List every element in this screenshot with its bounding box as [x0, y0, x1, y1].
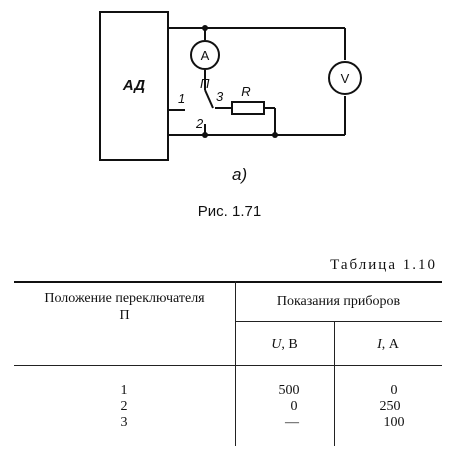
cell-voltage: —	[285, 415, 299, 430]
cell-current: 100	[383, 415, 405, 430]
cell-position: 1	[120, 383, 128, 398]
circuit-diagram: АД A V П 1 3 2 R а)	[99, 11, 362, 184]
device-label: АД	[122, 77, 145, 94]
cell-position: 2	[120, 399, 128, 414]
header-position-line1: Положение переключателя	[44, 291, 205, 306]
header-group-rule	[235, 321, 442, 322]
contact-3-label: 3	[216, 89, 224, 104]
table-row: 1 500 0	[14, 383, 442, 398]
resistor	[231, 101, 265, 115]
ammeter	[190, 40, 220, 70]
contact-1-label: 1	[178, 91, 185, 106]
resistor-label: R	[241, 84, 250, 99]
header-current: I, А	[377, 337, 399, 352]
data-table: Положение переключателя П Показания приб…	[14, 281, 442, 446]
header-voltage: U, В	[271, 337, 298, 352]
cell-voltage: 0	[290, 399, 298, 414]
contact-2-label: 2	[195, 116, 204, 131]
device-block	[99, 11, 169, 161]
header-bottom-rule	[14, 365, 442, 366]
table-top-rule	[14, 281, 442, 283]
column-divider-ui	[334, 321, 335, 446]
cell-position: 3	[120, 415, 128, 430]
table-caption: Таблица 1.10	[330, 257, 437, 273]
header-readings: Показания приборов	[276, 294, 401, 309]
header-position-line2: П	[119, 308, 130, 323]
voltmeter-label: V	[341, 71, 350, 86]
subfigure-label: а)	[232, 165, 247, 184]
voltmeter	[328, 61, 362, 95]
figure-caption: Рис. 1.71	[197, 203, 262, 220]
ammeter-label: A	[201, 48, 210, 63]
switch-label: П	[200, 76, 210, 91]
table-row: 3 — 100	[14, 415, 442, 430]
table-row: 2 0 250	[14, 399, 442, 414]
cell-current: 0	[390, 383, 398, 398]
cell-voltage: 500	[278, 383, 300, 398]
cell-current: 250	[379, 399, 401, 414]
column-divider-main	[235, 281, 236, 446]
